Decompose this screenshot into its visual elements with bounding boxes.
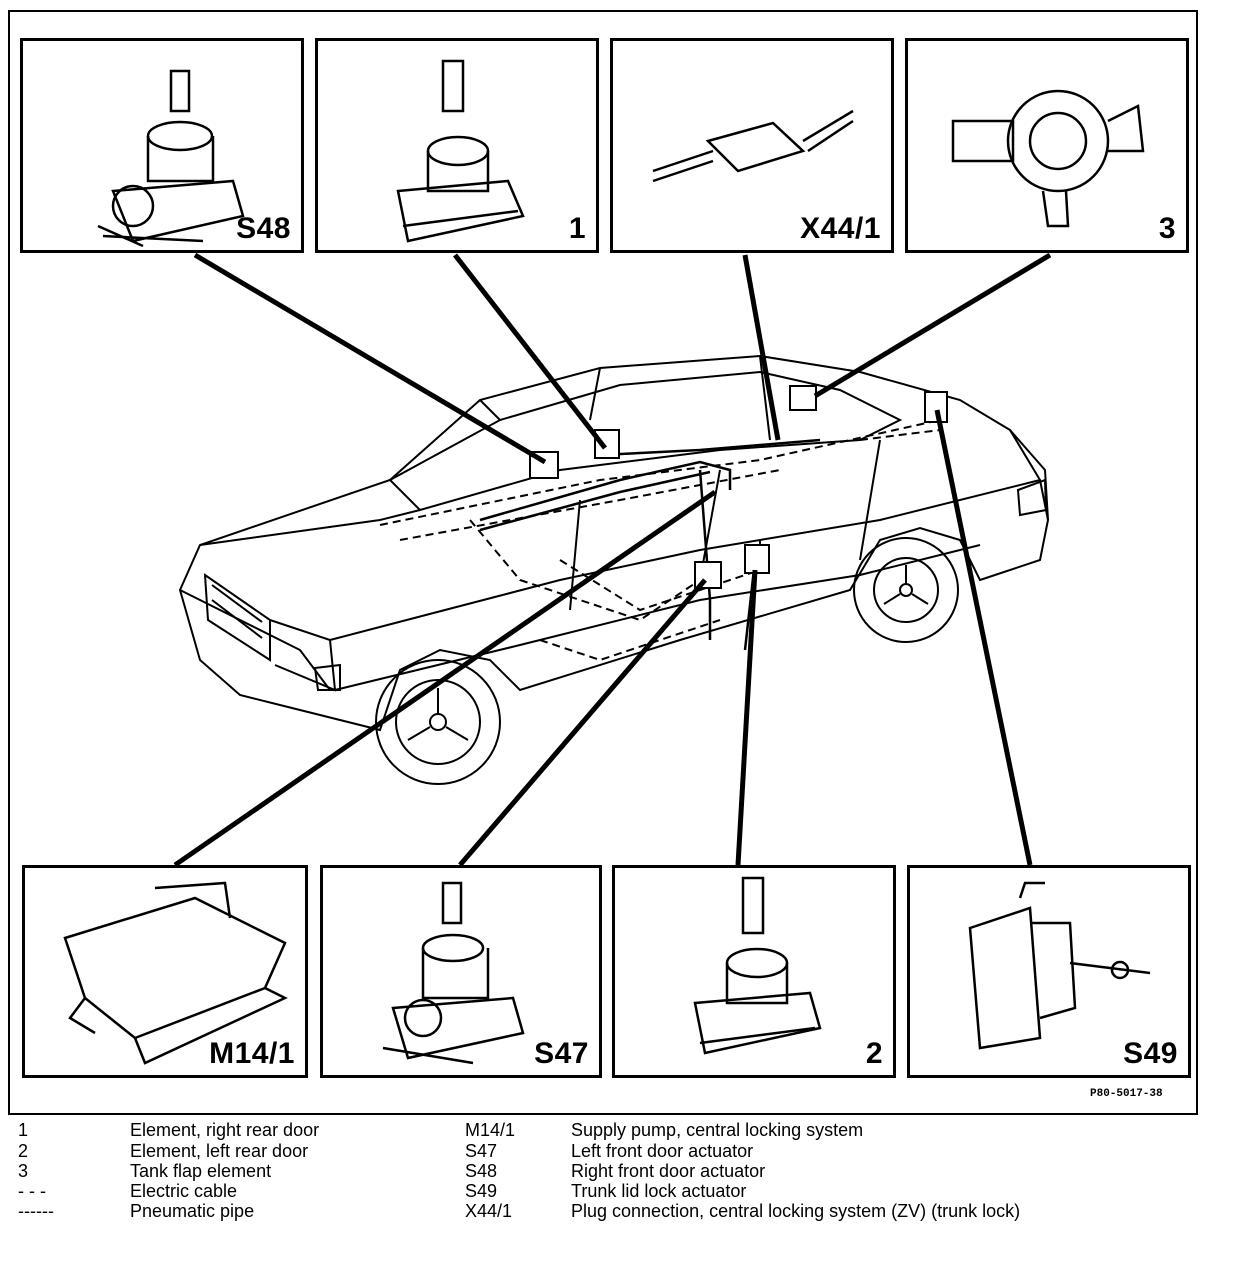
panel-3: 3 bbox=[905, 38, 1189, 253]
left-front-door-actuator-drawing bbox=[382, 881, 525, 1065]
panel-x44-1: X44/1 bbox=[610, 38, 894, 253]
panel-s47: S47 bbox=[320, 865, 602, 1078]
right-rear-door-element-drawing bbox=[396, 59, 525, 243]
legend-description: Plug connection, central locking system … bbox=[571, 1201, 1021, 1221]
right-front-door-actuator-drawing bbox=[97, 69, 245, 248]
legend-description: Supply pump, central locking system bbox=[571, 1120, 864, 1140]
diagram-frame bbox=[8, 10, 1198, 1115]
legend-description: Element, right rear door bbox=[130, 1120, 320, 1140]
panel-s49: S49 bbox=[907, 865, 1191, 1078]
panel-label-m14-1: M14/1 bbox=[209, 1037, 295, 1070]
panel-label-x44-1: X44/1 bbox=[800, 212, 881, 245]
left-rear-door-element-drawing bbox=[693, 876, 822, 1055]
panel-label-s48: S48 bbox=[236, 212, 291, 245]
panel-2: 2 bbox=[612, 865, 896, 1078]
legend-description: Tank flap element bbox=[130, 1161, 272, 1181]
tank-flap-element-drawing bbox=[951, 89, 1145, 228]
legend-code: ------ bbox=[18, 1201, 54, 1221]
legend-description: Left front door actuator bbox=[571, 1141, 754, 1161]
panel-label-1: 1 bbox=[568, 212, 586, 245]
panel-s48: S48 bbox=[20, 38, 304, 253]
panel-label-2: 2 bbox=[865, 1037, 883, 1070]
legend-code: S49 bbox=[465, 1181, 498, 1201]
supply-pump-drawing bbox=[63, 881, 288, 1065]
panel-1: 1 bbox=[315, 38, 599, 253]
legend-description: Trunk lid lock actuator bbox=[571, 1181, 747, 1201]
panel-label-3: 3 bbox=[1158, 212, 1176, 245]
figure-reference-code: P80-5017-38 bbox=[1090, 1088, 1163, 1100]
legend-description: Electric cable bbox=[130, 1181, 238, 1201]
legend-description: Pneumatic pipe bbox=[130, 1201, 255, 1221]
legend-code: - - - bbox=[18, 1181, 46, 1201]
panel-label-s49: S49 bbox=[1123, 1037, 1178, 1070]
panel-m14-1: M14/1 bbox=[22, 865, 308, 1078]
legend-description: Right front door actuator bbox=[571, 1161, 766, 1181]
panel-label-s47: S47 bbox=[534, 1037, 589, 1070]
plug-connection-drawing bbox=[652, 109, 854, 183]
legend-code: S47 bbox=[465, 1141, 498, 1161]
legend-code: S48 bbox=[465, 1161, 498, 1181]
legend-code: M14/1 bbox=[465, 1120, 516, 1140]
legend-description: Element, left rear door bbox=[130, 1141, 309, 1161]
legend-code: X44/1 bbox=[465, 1201, 513, 1221]
legend-code: 3 bbox=[18, 1161, 29, 1181]
legend-code: 2 bbox=[18, 1141, 29, 1161]
trunk-lid-lock-actuator-drawing bbox=[968, 881, 1151, 1050]
legend-code: 1 bbox=[18, 1120, 29, 1140]
